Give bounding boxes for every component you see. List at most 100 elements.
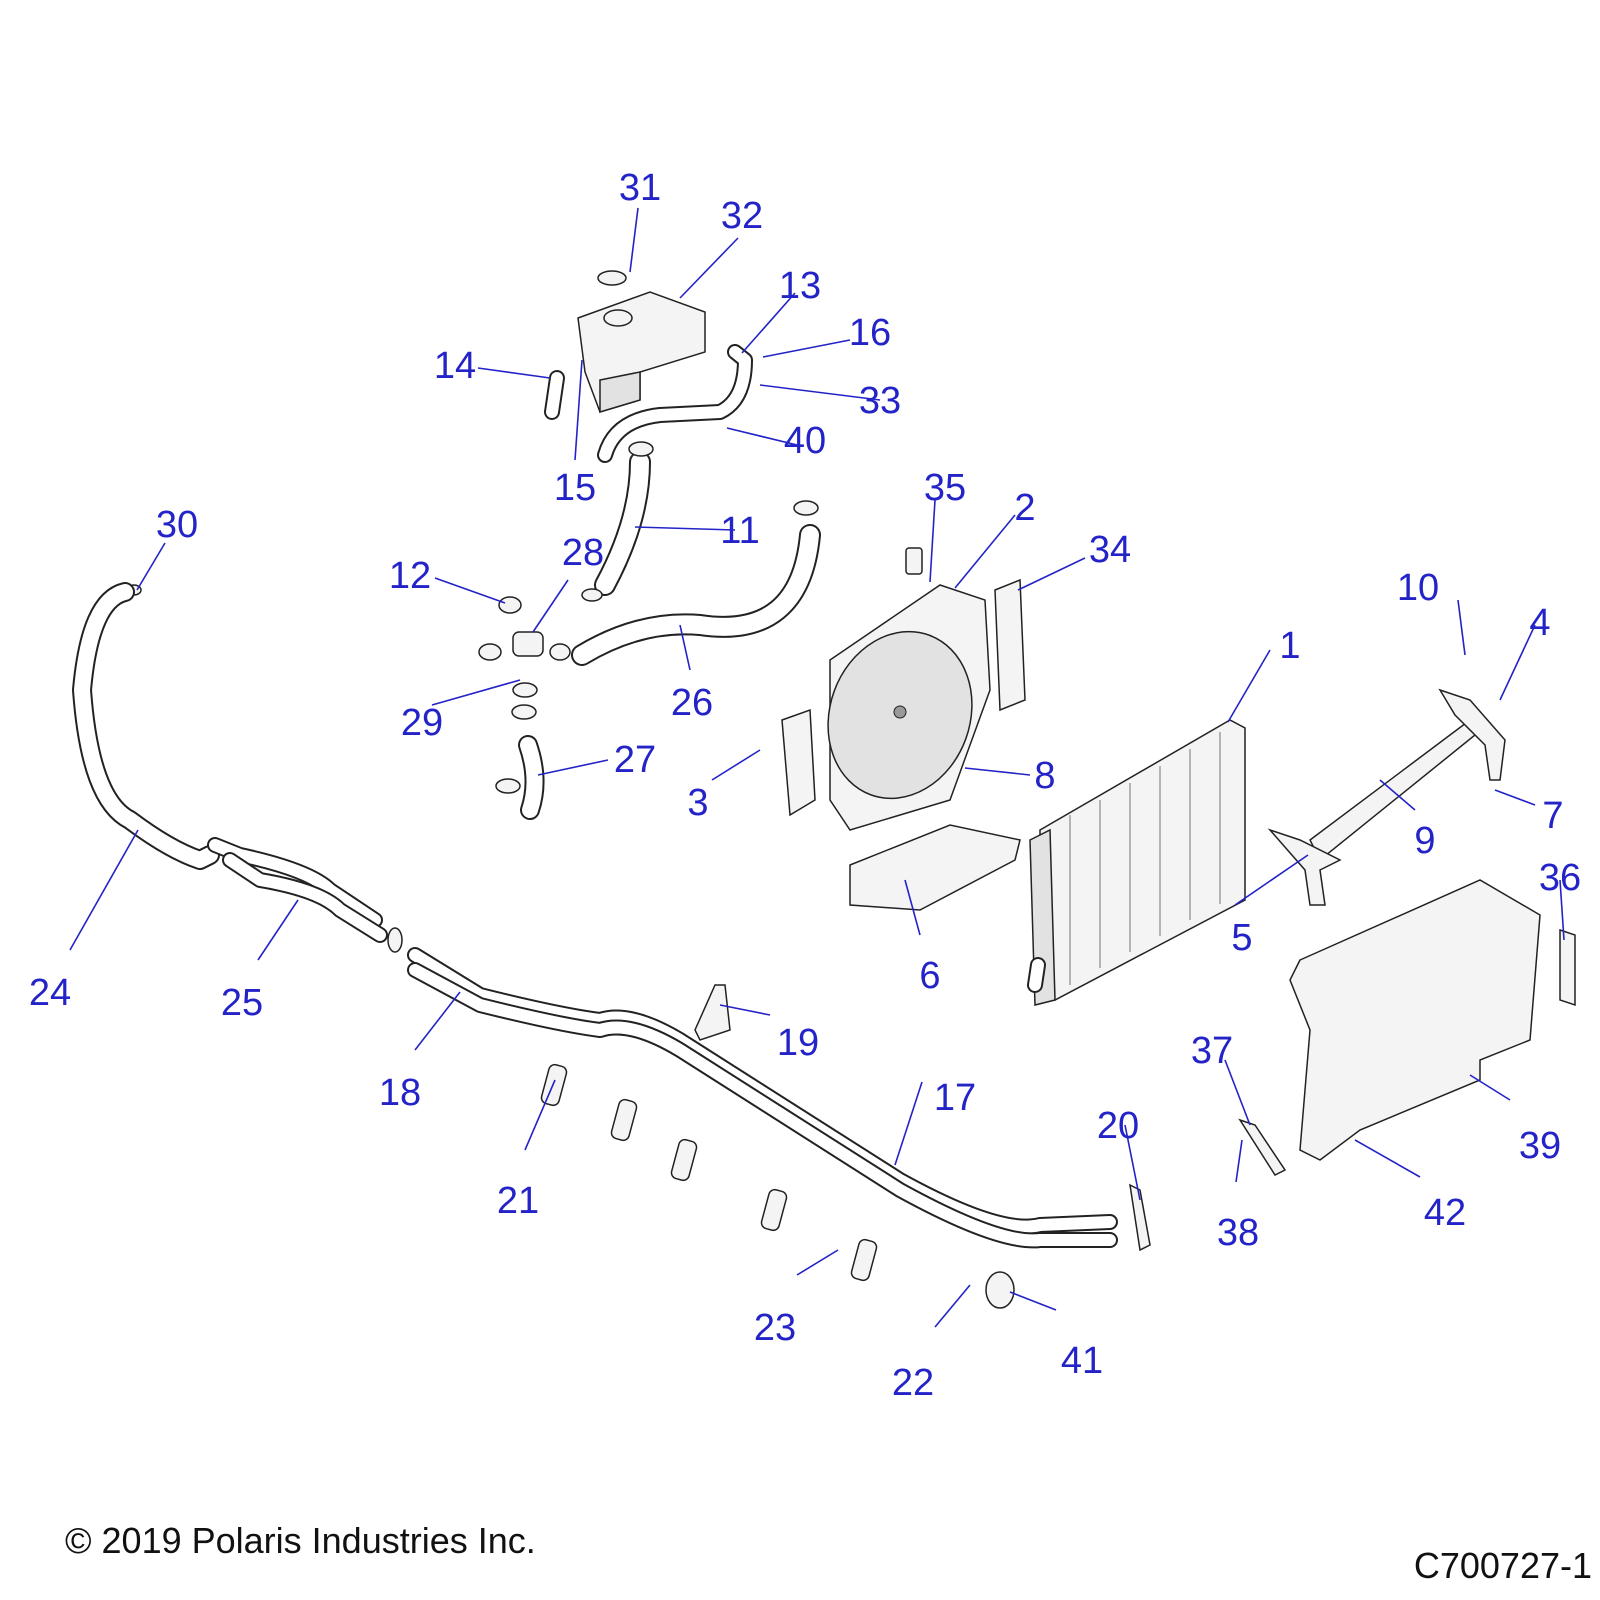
callout-7: 7 [1542, 795, 1563, 837]
callout-25: 25 [221, 982, 263, 1024]
leader-line [69, 829, 139, 951]
leader-line [719, 1004, 771, 1016]
leader-line [1499, 624, 1536, 701]
callout-23: 23 [754, 1307, 796, 1349]
copyright-notice: © 2019 Polaris Industries Inc. [65, 1520, 536, 1561]
leader-line [574, 359, 583, 461]
callout-32: 32 [721, 195, 763, 237]
callout-3: 3 [687, 782, 708, 824]
callout-1: 1 [1279, 625, 1300, 667]
callout-20: 20 [1097, 1105, 1139, 1147]
drawing-number: C700727-1 [1413, 1545, 1592, 1586]
fan-assembly [781, 547, 1026, 911]
leader-line [1494, 789, 1536, 806]
callout-29: 29 [401, 702, 443, 744]
callout-33: 33 [859, 380, 901, 422]
callout-21: 21 [497, 1180, 539, 1222]
callout-4: 4 [1529, 602, 1550, 644]
leader-line [796, 1249, 839, 1276]
callout-18: 18 [379, 1072, 421, 1114]
brackets [1238, 688, 1576, 1176]
callout-38: 38 [1217, 1212, 1259, 1254]
leader-line [257, 899, 299, 961]
leader-line [136, 542, 166, 591]
callout-42: 42 [1424, 1192, 1466, 1234]
leader-line [537, 759, 609, 776]
callout-37: 37 [1191, 1030, 1233, 1072]
leader-line [477, 367, 551, 379]
leader-line [1469, 1074, 1511, 1101]
callout-14: 14 [434, 345, 476, 387]
leader-line [762, 339, 851, 358]
tube-clamp [760, 1188, 788, 1232]
leader-line [1234, 854, 1309, 906]
radiator [1027, 719, 1246, 1006]
callout-6: 6 [919, 955, 940, 997]
leader-line [894, 1081, 923, 1166]
callout-9: 9 [1414, 820, 1435, 862]
callout-10: 10 [1397, 567, 1439, 609]
tube-clamp [610, 1098, 638, 1142]
callout-26: 26 [671, 682, 713, 724]
callout-17: 17 [934, 1077, 976, 1119]
callout-16: 16 [849, 312, 891, 354]
leader-line [524, 1079, 556, 1151]
callout-30: 30 [156, 504, 198, 546]
leader-line [1379, 779, 1416, 811]
callout-34: 34 [1089, 529, 1131, 571]
leader-line [1124, 1124, 1141, 1201]
callout-35: 35 [924, 467, 966, 509]
leader-line [904, 879, 921, 936]
callout-31: 31 [619, 167, 661, 209]
leader-line [1457, 599, 1466, 656]
callout-19: 19 [777, 1022, 819, 1064]
leader-line [954, 514, 1016, 589]
leader-line [414, 991, 461, 1051]
leader-line [1235, 1139, 1243, 1183]
reservoir-cap [597, 270, 627, 286]
leader-line [726, 427, 798, 446]
callout-22: 22 [892, 1362, 934, 1404]
callout-5: 5 [1231, 917, 1252, 959]
leader-line [434, 577, 506, 604]
leader-line [741, 292, 796, 354]
leader-line [629, 207, 639, 273]
leader-lines [69, 207, 1565, 1328]
leader-line [1354, 1139, 1421, 1178]
leader-line [431, 679, 521, 706]
leader-line [1559, 879, 1565, 941]
leader-line [1017, 557, 1086, 591]
leader-line [934, 1284, 971, 1328]
hoses [126, 441, 821, 820]
leader-line [634, 526, 736, 531]
callout-39: 39 [1519, 1125, 1561, 1167]
tube-clamp [540, 1063, 568, 1107]
callout-2: 2 [1014, 487, 1035, 529]
leader-line [711, 749, 761, 781]
callout-13: 13 [779, 265, 821, 307]
callout-8: 8 [1034, 755, 1055, 797]
coolant-reservoir [544, 270, 753, 463]
callout-24: 24 [29, 972, 71, 1014]
leader-line [679, 624, 691, 671]
leader-line [759, 384, 881, 401]
coolant-tubes [72, 582, 1118, 1249]
callout-28: 28 [562, 532, 604, 574]
callout-11: 11 [720, 510, 759, 552]
tube-clamp [850, 1238, 878, 1282]
leader-line [679, 237, 739, 299]
callout-40: 40 [784, 420, 826, 462]
leader-line [1227, 649, 1271, 723]
leader-line [532, 579, 569, 633]
leader-line [929, 499, 936, 583]
callout-36: 36 [1539, 857, 1581, 899]
callout-12: 12 [389, 555, 431, 597]
leader-line [1009, 1291, 1057, 1311]
callout-27: 27 [614, 739, 656, 781]
tube-clamp [670, 1138, 698, 1182]
leader-line [1224, 1059, 1251, 1126]
callout-41: 41 [1061, 1340, 1103, 1382]
callout-15: 15 [554, 467, 596, 509]
